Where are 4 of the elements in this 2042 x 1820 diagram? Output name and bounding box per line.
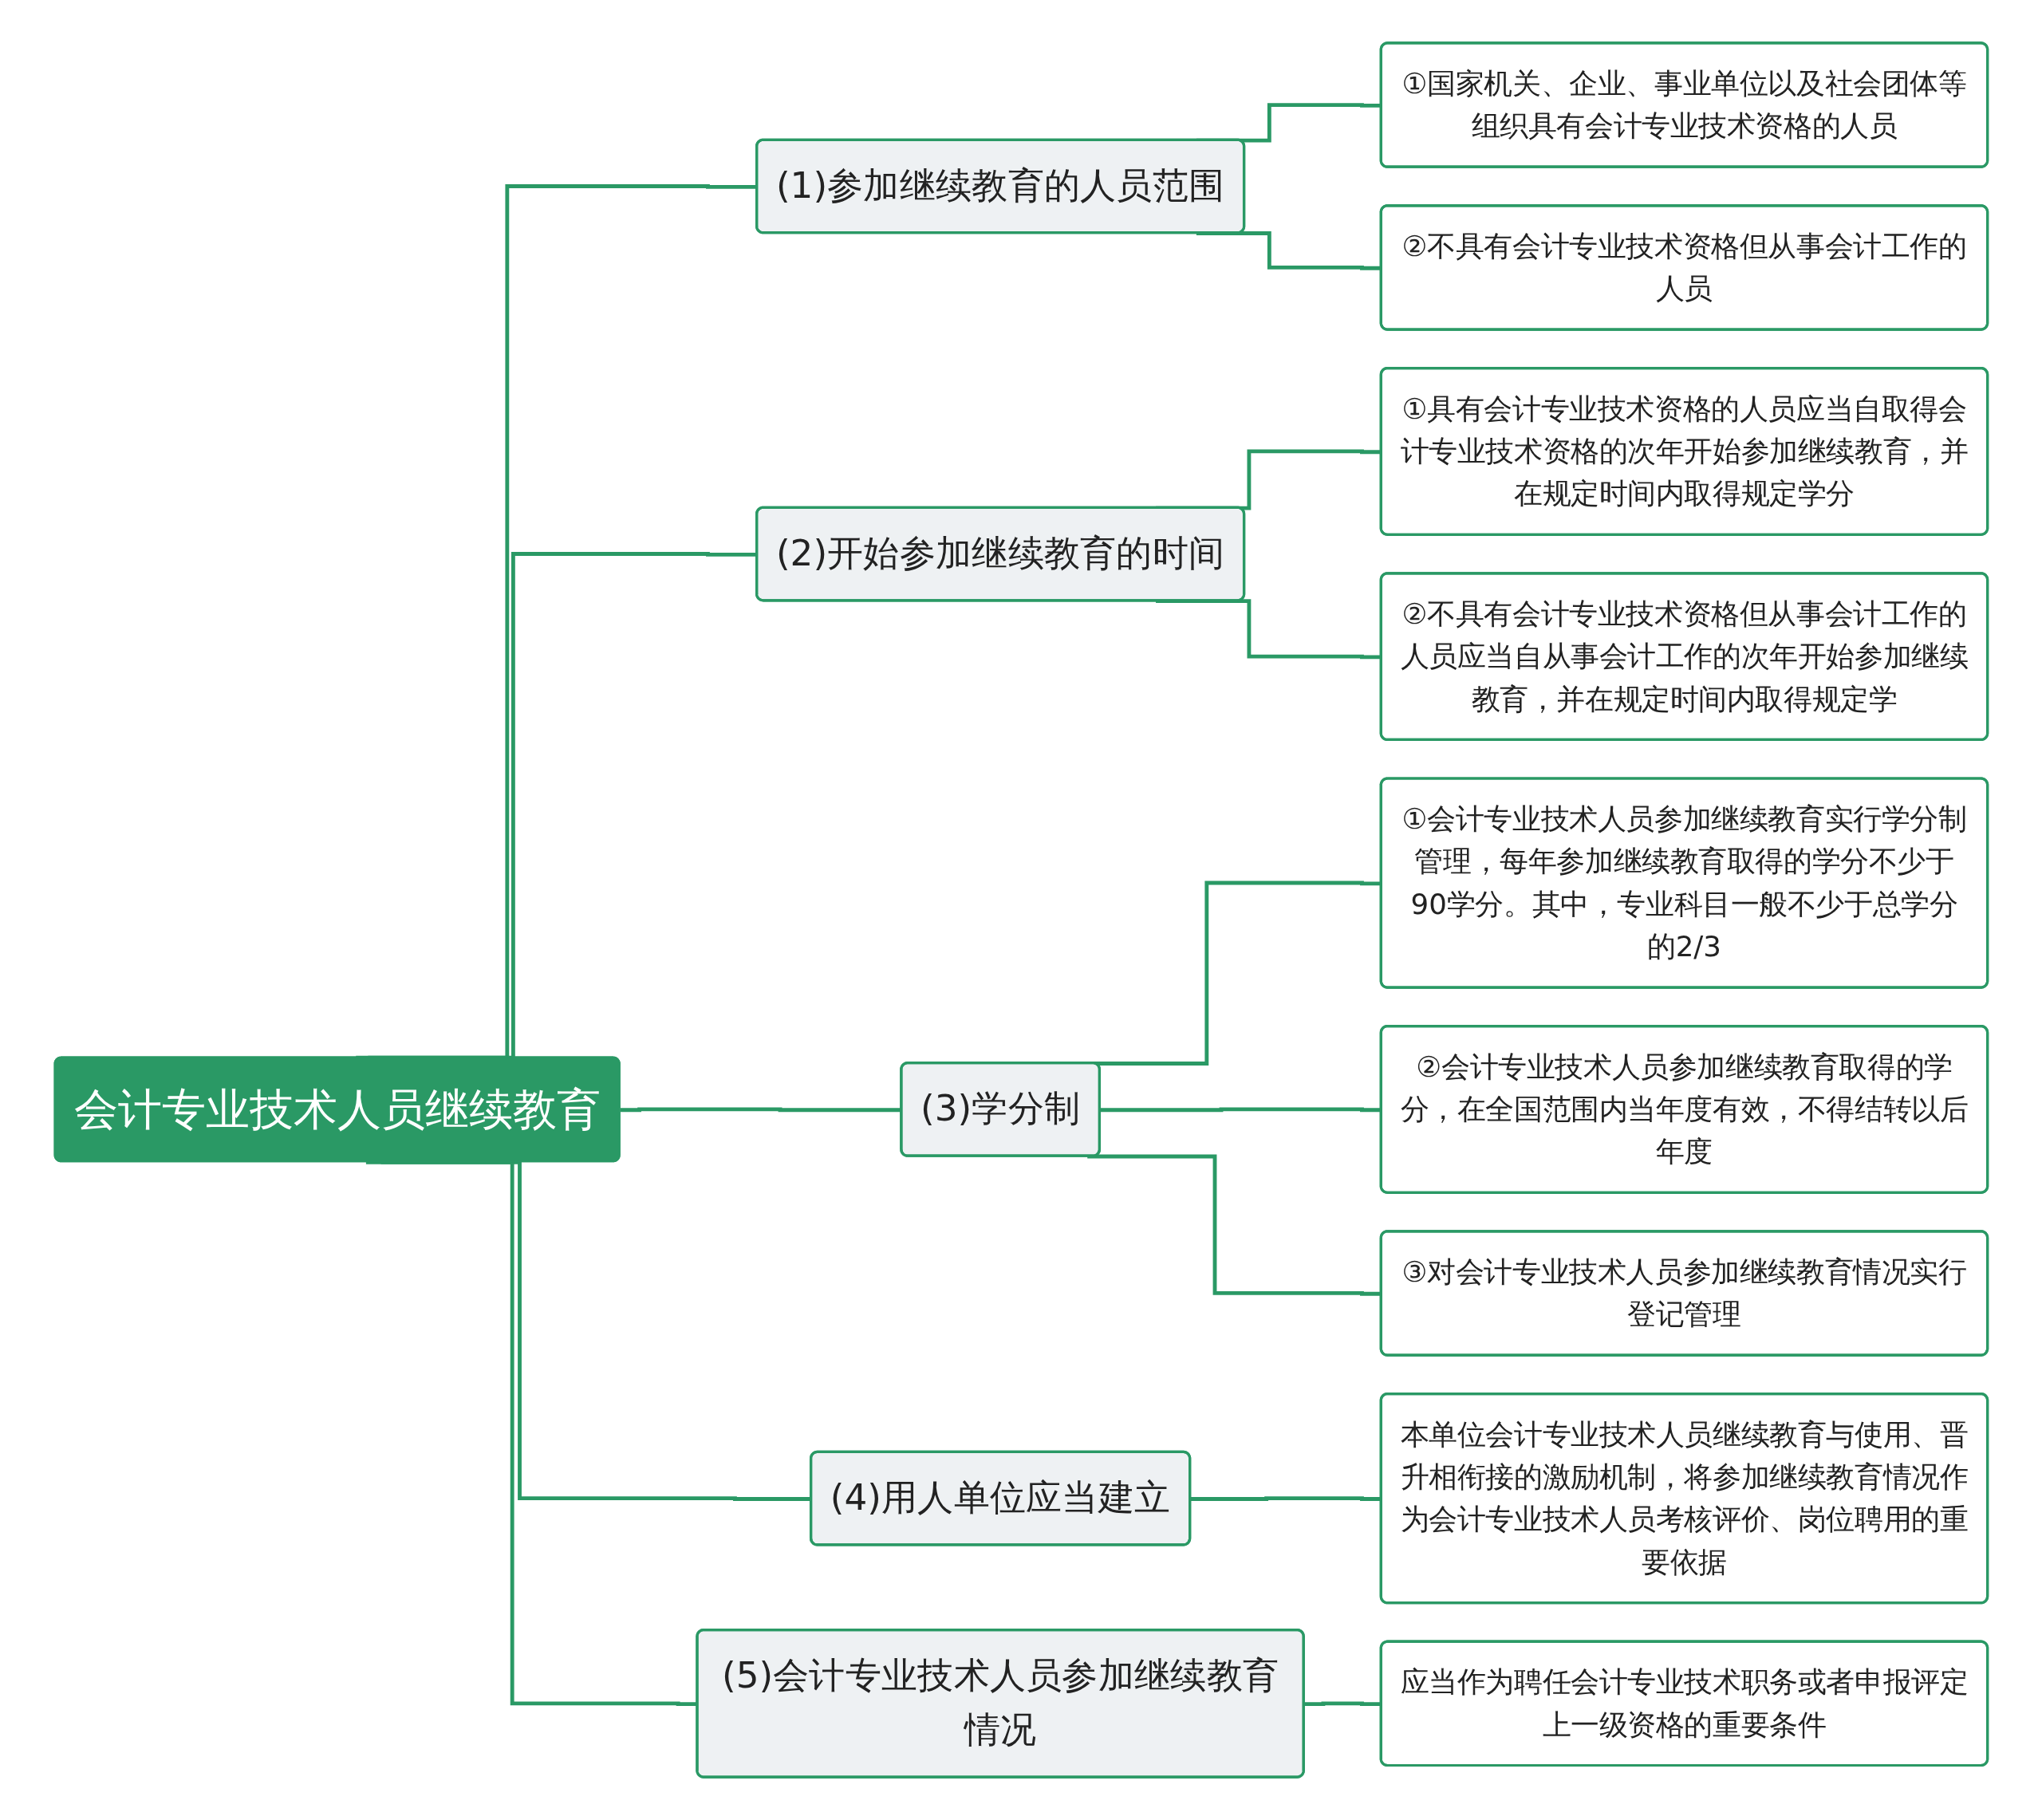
connector [1304,1701,1382,1707]
connector [620,1107,902,1113]
connector [1190,1496,1382,1501]
connector [1196,231,1382,270]
